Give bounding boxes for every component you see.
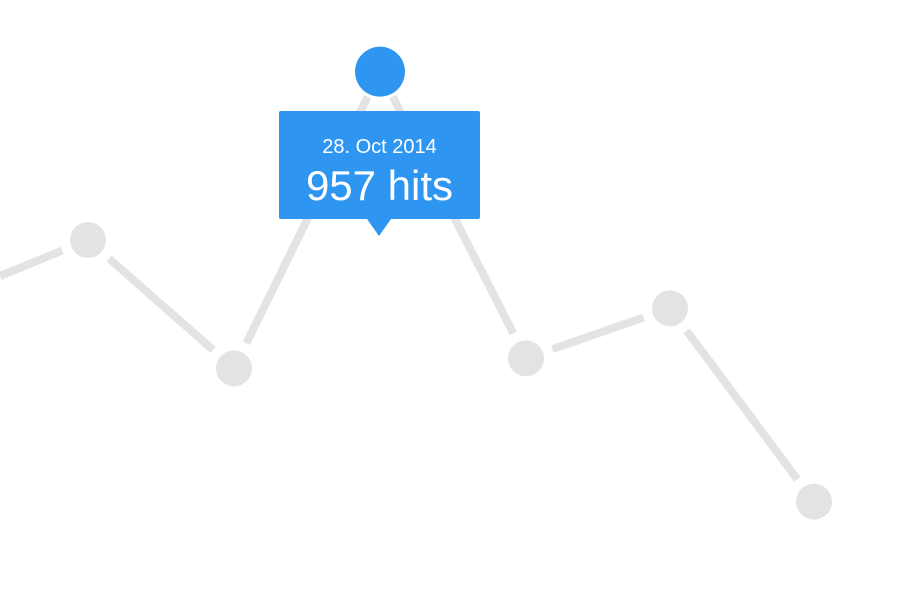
series-points bbox=[70, 46, 832, 520]
data-point[interactable] bbox=[508, 340, 544, 377]
data-point[interactable] bbox=[216, 350, 252, 387]
data-point[interactable] bbox=[796, 483, 832, 520]
data-point[interactable] bbox=[652, 290, 688, 327]
data-point[interactable] bbox=[70, 222, 106, 258]
series-line-segment bbox=[106, 255, 216, 353]
highlighted-data-point[interactable] bbox=[355, 46, 405, 97]
series-line-segment bbox=[551, 313, 645, 353]
tooltip-date: 28. Oct 2014 bbox=[322, 136, 437, 158]
tooltip-value: 957 hits bbox=[305, 162, 454, 209]
series-line-segment bbox=[683, 328, 801, 482]
series-line-segment-entry bbox=[0, 246, 64, 280]
data-tooltip: 28. Oct 2014 957 hits bbox=[279, 111, 480, 236]
